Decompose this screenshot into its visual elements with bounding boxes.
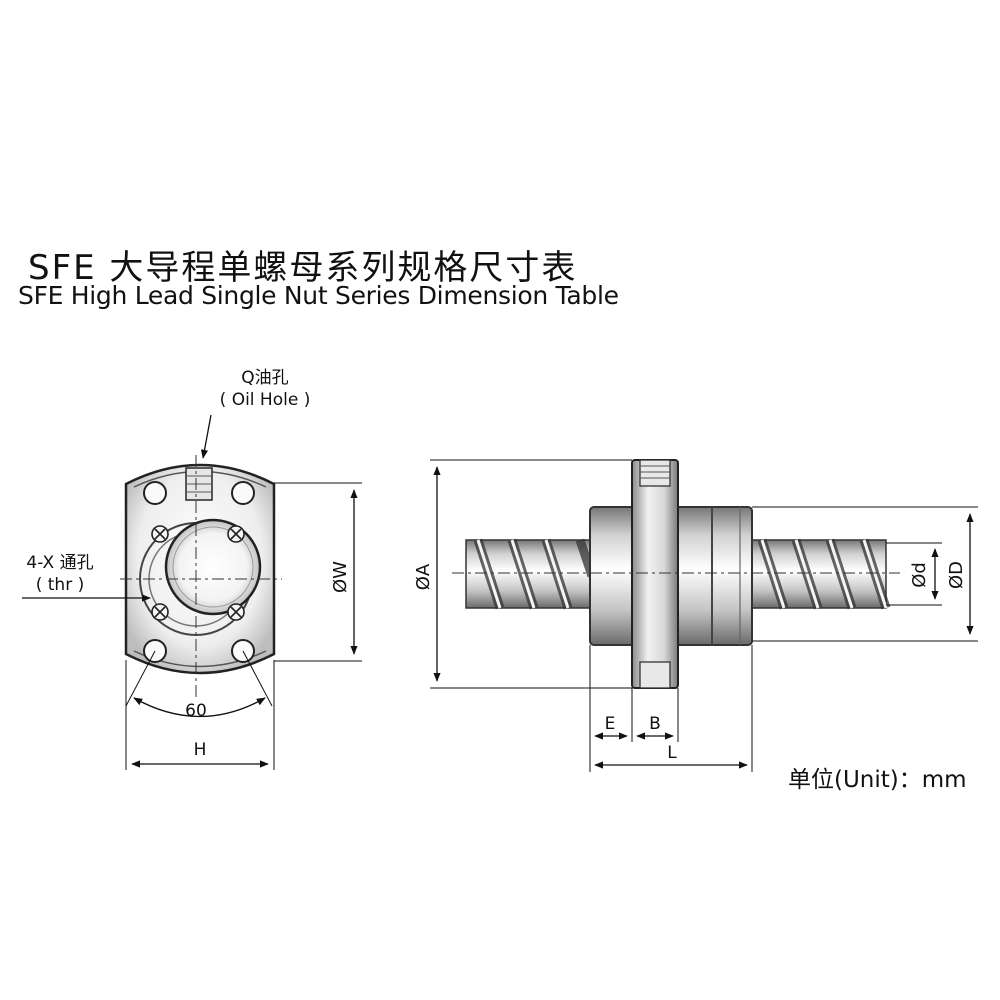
screws xyxy=(151,525,245,621)
title-chinese: SFE 大导程单螺母系列规格尺寸表 xyxy=(28,248,578,288)
unit-label: 单位(Unit)：mm xyxy=(788,767,967,793)
front-view: Q油孔 ( Oil Hole ) 4-X 通孔 ( thr ) ØW 60 H xyxy=(22,368,362,770)
dim-w-label: ØW xyxy=(330,561,351,593)
side-view: ØA Ød ØD E B L xyxy=(413,459,978,772)
dim-small-d-label: Ød xyxy=(909,562,930,588)
title-english: SFE High Lead Single Nut Series Dimensio… xyxy=(18,281,619,310)
bore-hole xyxy=(164,518,262,616)
thru-hole-label-en: ( thr ) xyxy=(36,575,85,595)
thru-hole-label-cn: 4-X 通孔 xyxy=(26,553,93,573)
dim-e-label: E xyxy=(605,714,616,734)
dim-h-label: H xyxy=(194,740,207,760)
dim-b-label: B xyxy=(649,714,661,734)
dim-big-d-label: ØD xyxy=(946,561,967,589)
screw-shaft-left xyxy=(465,538,597,610)
dim-a-label: ØA xyxy=(413,563,434,590)
oil-hole-label-en: ( Oil Hole ) xyxy=(220,390,311,410)
nut-flange xyxy=(631,459,679,689)
screw-shaft-right xyxy=(751,538,891,610)
dim-l-label: L xyxy=(667,743,677,763)
dim-angle-label: 60 xyxy=(185,701,207,721)
oil-hole-label-cn: Q油孔 xyxy=(241,368,288,388)
